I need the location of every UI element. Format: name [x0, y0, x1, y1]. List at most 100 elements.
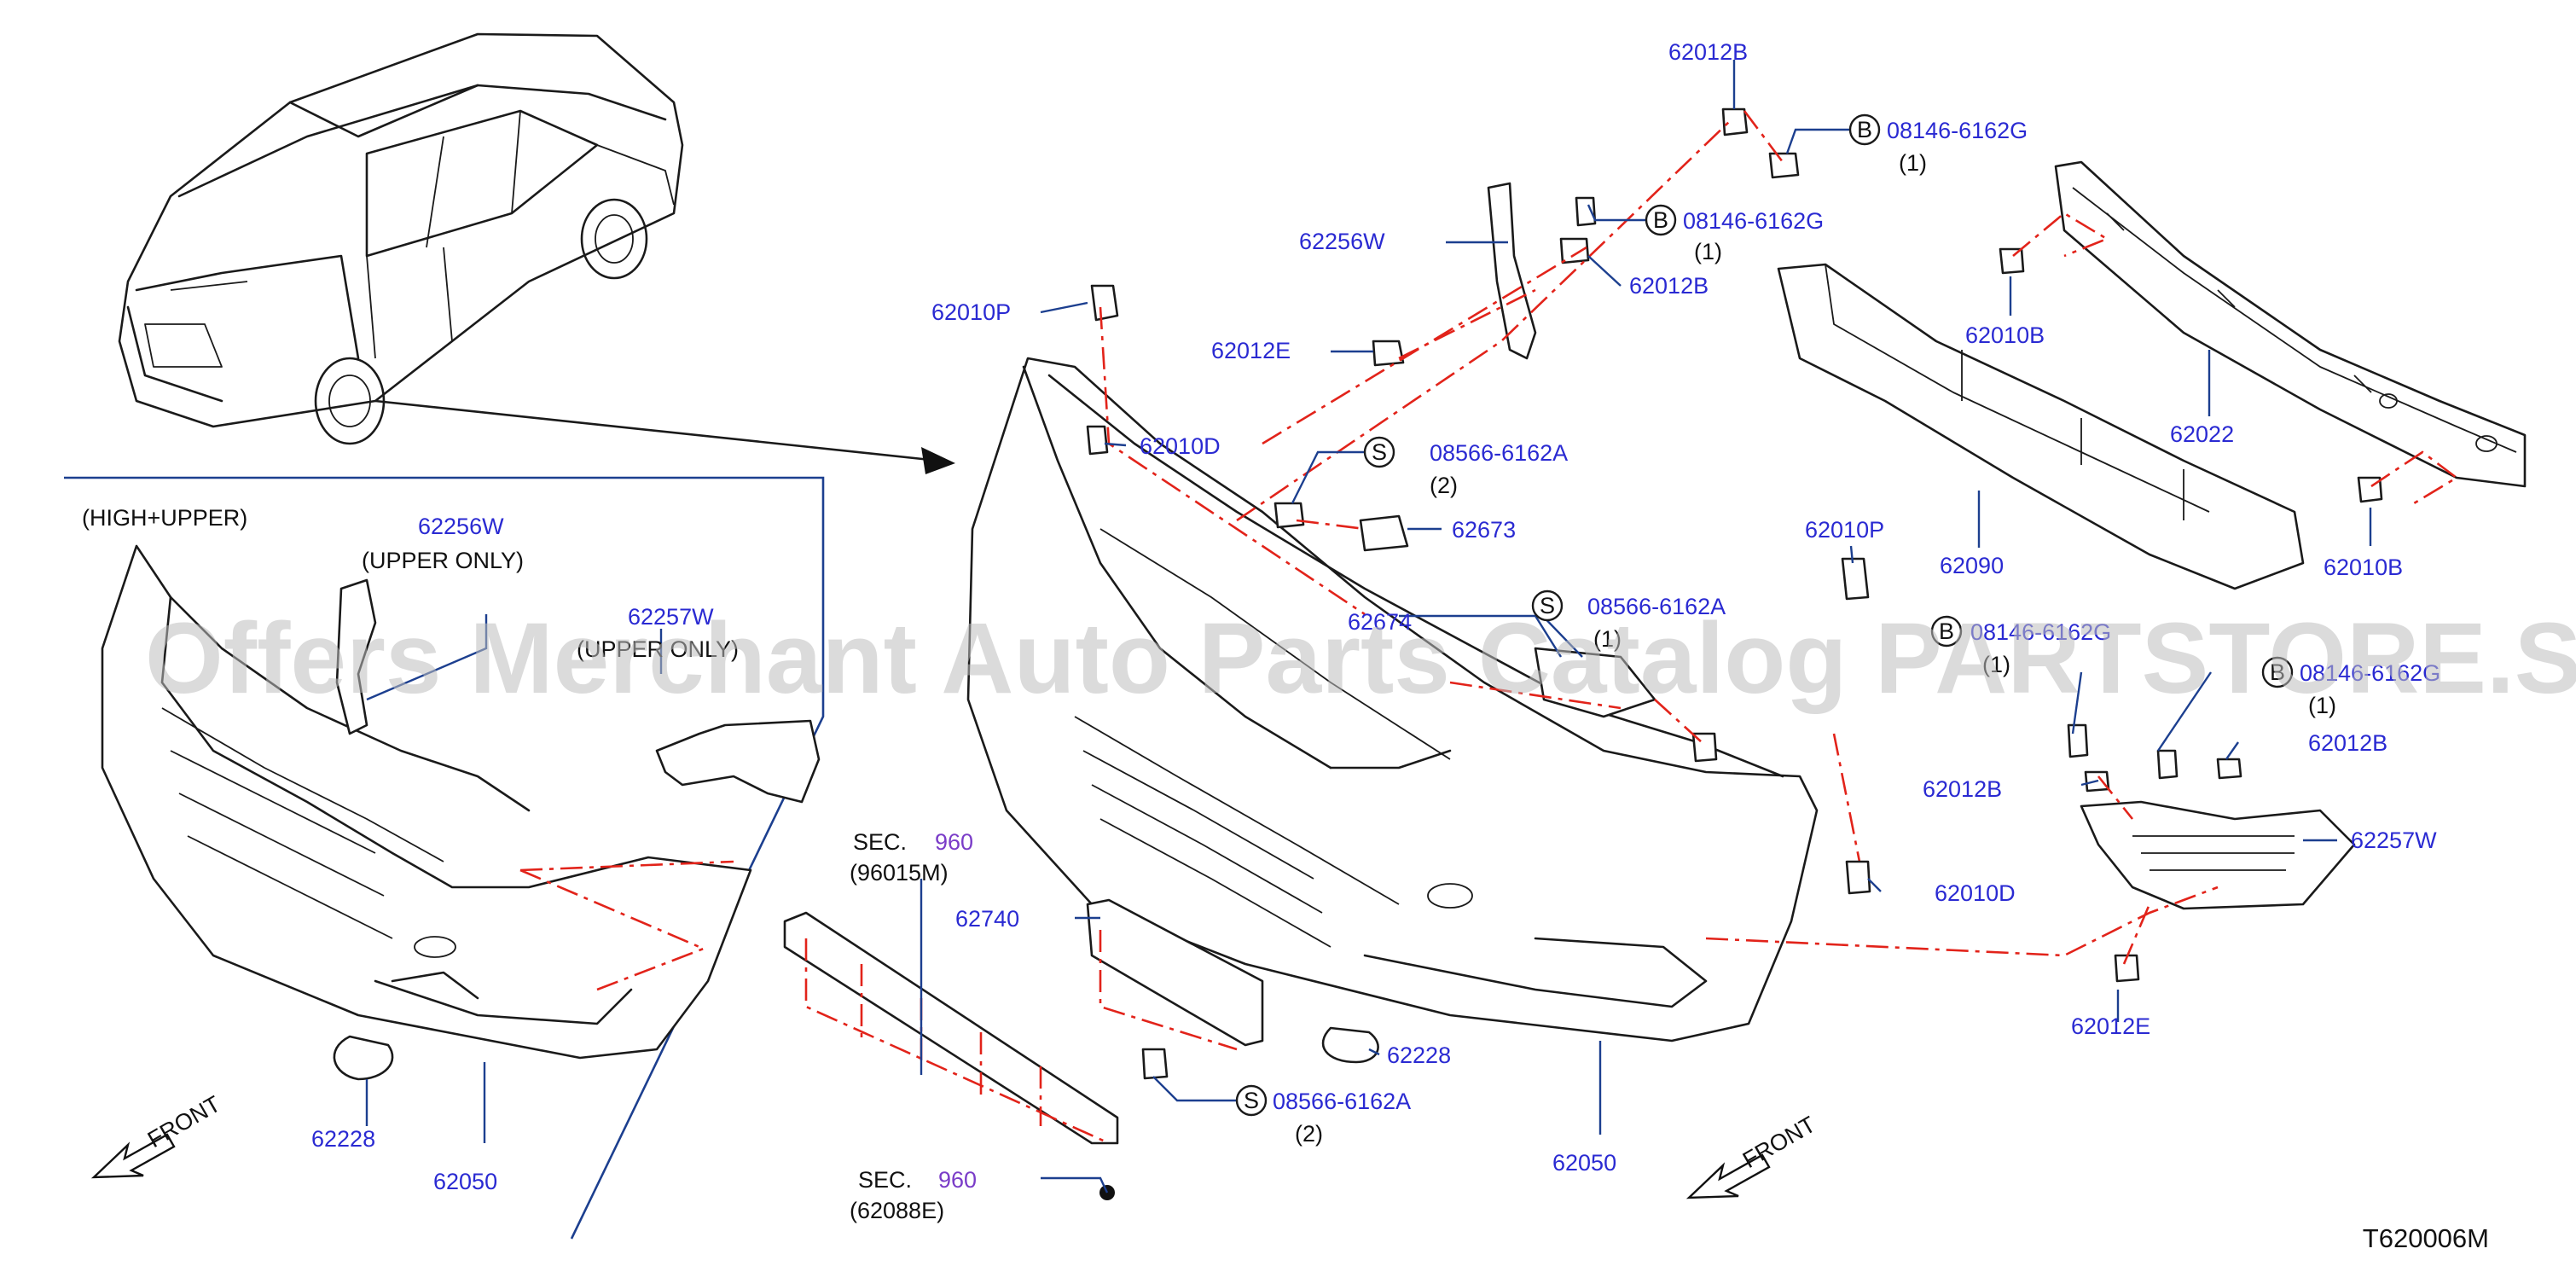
screw-s-top-sketch [1273, 502, 1305, 529]
label-62050-left: 62050 [433, 1169, 497, 1194]
bolt-b-right-sketch [2067, 723, 2089, 758]
mark-s-bottom-text: S [1244, 1088, 1259, 1113]
bracket-62674-sketch [1534, 647, 1656, 718]
label-62012b-mid: 62012B [1629, 273, 1709, 299]
leader-lines [365, 60, 2372, 1193]
label-62673: 62673 [1452, 517, 1516, 543]
label-62010p-right: 62010P [1805, 517, 1884, 543]
vehicle-sketch [118, 32, 684, 445]
clip-62012b-top [1721, 107, 1749, 136]
clip-62012e-right [2114, 954, 2140, 983]
clip-62012b-mid [1559, 237, 1590, 264]
mark-b-mid-text: B [1653, 207, 1668, 233]
absorber-sketch [1777, 263, 2305, 590]
right-finisher-sketch [2080, 800, 2356, 910]
label-62740: 62740 [955, 906, 1019, 932]
clip-62010p-right [1841, 557, 1870, 601]
left-stay-sketch [335, 578, 377, 735]
label-62010b-top: 62010B [1965, 322, 2045, 348]
clip-62012e-center [1372, 340, 1405, 367]
mark-s-mid-text: S [1540, 593, 1555, 618]
reinforcement-sketch [2054, 160, 2527, 488]
label-62228-center: 62228 [1387, 1042, 1451, 1068]
strip-96015m-sketch [783, 911, 1119, 1145]
mark-b-right [1930, 615, 1963, 648]
front-indicator-center: FRONT [1685, 1112, 1820, 1199]
mark-s-mid [1531, 589, 1564, 622]
label-62012b-top: 62012B [1668, 39, 1748, 65]
clip-62012b-right2-sketch [2216, 758, 2242, 780]
front-arrow-left-icon [90, 1133, 176, 1179]
bolt-62010d-right [1845, 860, 1871, 895]
bolt-b-mid-sketch [1575, 196, 1597, 227]
fastener-marks: B B S S B B S [1235, 113, 2294, 1117]
label-bolt-b-mid-qty: (1) [1694, 239, 1722, 264]
label-62012e-center: 62012E [1211, 338, 1291, 363]
label-62228-left: 62228 [311, 1126, 375, 1152]
left-bumper-sketch [101, 544, 752, 1081]
label-62010d-right: 62010D [1935, 880, 2016, 906]
reinforcement-alignment-lines [2012, 212, 2459, 505]
label-62010p-center: 62010P [931, 299, 1011, 325]
label-62010b-right: 62010B [2324, 555, 2403, 580]
label-62257w-left: 62257W [628, 604, 714, 630]
pointer-line [374, 399, 940, 462]
nut-62010b-top [1999, 247, 2025, 275]
bracket-62673-sketch [1359, 514, 1409, 552]
label-screw-s-top: 08566-6162A [1430, 440, 1568, 466]
label-bolt-b-far-qty: (1) [2308, 693, 2336, 718]
clip-62010p-center [1090, 284, 1119, 322]
front-indicator-left: FRONT [90, 1091, 225, 1179]
label-62256w-center: 62256W [1299, 229, 1385, 254]
callout-labels: 62012B 08146-6162G (1) 08146-6162G (1) 6… [311, 39, 2440, 1194]
label-62012e-right: 62012E [2071, 1013, 2150, 1039]
label-screw-s-mid-qty: (1) [1593, 626, 1622, 652]
front-label-left: FRONT [143, 1091, 225, 1153]
note-upper-only-2: (UPPER ONLY) [577, 636, 739, 662]
label-62012b-right: 62012B [1923, 776, 2002, 802]
center-stay-sketch [1487, 182, 1537, 360]
mark-b-top-text: B [1857, 117, 1872, 142]
right-finisher-grille [2132, 835, 2295, 871]
label-62050-center: 62050 [1552, 1150, 1616, 1176]
label-62022: 62022 [2170, 421, 2234, 447]
right-alignment-lines [1705, 775, 2219, 965]
left-alignment-lines [519, 860, 734, 991]
left-finisher-sketch [655, 719, 821, 804]
label-screw-s-top-qty: (2) [1430, 473, 1458, 498]
notes: (HIGH+UPPER) (UPPER ONLY) (UPPER ONLY) S… [82, 505, 977, 1223]
label-screw-s-bottom: 08566-6162A [1273, 1089, 1411, 1114]
sec1-number: 960 [935, 829, 973, 855]
label-62256w-left: 62256W [418, 514, 504, 539]
mark-s-bottom [1235, 1084, 1268, 1117]
plate-bracket-62740-sketch [1086, 898, 1264, 1047]
label-screw-s-bottom-qty: (2) [1295, 1121, 1323, 1147]
mark-s-top [1363, 436, 1395, 468]
note-high-upper: (HIGH+UPPER) [82, 505, 247, 531]
mark-b-far-text: B [2270, 659, 2285, 685]
diagram-code: T620006M [2363, 1223, 2489, 1253]
bolt-b-far-sketch [2156, 749, 2179, 780]
pointer-arrow-icon [921, 447, 955, 474]
label-62010d-center: 62010D [1140, 433, 1221, 459]
label-bolt-b-mid: 08146-6162G [1683, 208, 1824, 234]
label-62674: 62674 [1348, 609, 1412, 635]
mark-b-top [1848, 113, 1881, 146]
mark-b-right-text: B [1939, 618, 1954, 644]
cap-62228-center-sketch [1321, 1026, 1379, 1064]
note-upper-only-1: (UPPER ONLY) [362, 548, 524, 573]
label-bolt-b-top: 08146-6162G [1887, 118, 2028, 143]
label-bolt-b-top-qty: (1) [1899, 150, 1927, 176]
sec2-prefix: SEC. [858, 1167, 912, 1193]
sec2-sub: (62088E) [850, 1198, 944, 1223]
label-62257w-right: 62257W [2351, 828, 2437, 853]
bolt-62010d-center [1086, 425, 1109, 456]
label-bolt-b-right: 08146-6162G [1970, 619, 2111, 645]
label-62012b-right2: 62012B [2308, 730, 2387, 756]
bolt-b-top-sketch [1768, 152, 1800, 179]
label-bolt-b-far: 08146-6162G [2300, 660, 2440, 686]
front-arrow-center-icon [1685, 1153, 1771, 1199]
front-label-center: FRONT [1738, 1112, 1820, 1173]
screw-s-bottom-sketch [1141, 1048, 1169, 1080]
